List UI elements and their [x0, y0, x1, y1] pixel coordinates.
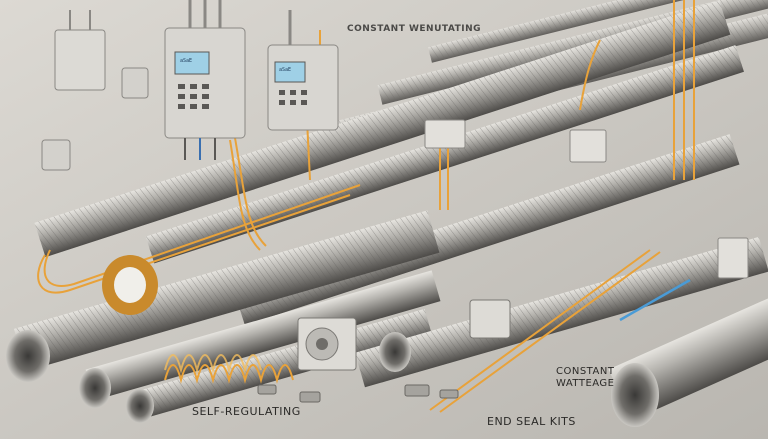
fittings: [257, 384, 459, 403]
top-label: CONSTANT WENUTATING: [347, 24, 482, 34]
panel-screen-left: [174, 51, 210, 75]
heating-coil: [164, 354, 294, 384]
end-seal-kits-label: END SEAL KITS: [487, 415, 576, 428]
constant-wattage-label: CONSTANT WATTEAGE: [556, 366, 615, 390]
junction-box-center: [424, 119, 749, 279]
pipe-end-right: [611, 363, 659, 427]
pipe-end-left: [6, 330, 50, 382]
constant-wattage-line2: WATTEAGE: [556, 378, 615, 389]
panel-screen-right-text: aSaE: [279, 67, 292, 73]
orange-cables: [37, 0, 695, 413]
self-regulating-label: SELF-REGULATING: [192, 405, 301, 418]
thermostat-small: [41, 67, 149, 171]
control-panel-right: [267, 10, 339, 131]
blue-cable: [619, 278, 691, 322]
foreground-pipes: [6, 210, 768, 427]
panel-screen-left-text: aSaE: [180, 58, 193, 64]
constant-wattage-line1: CONSTANT: [556, 366, 615, 377]
midground-pipes: [34, 0, 744, 326]
junction-box-small: [54, 10, 106, 91]
control-panel-left: [164, 0, 246, 160]
tape-roll: [102, 255, 158, 315]
end-seal-box: [297, 299, 511, 371]
panel-screen-right: [274, 61, 306, 83]
